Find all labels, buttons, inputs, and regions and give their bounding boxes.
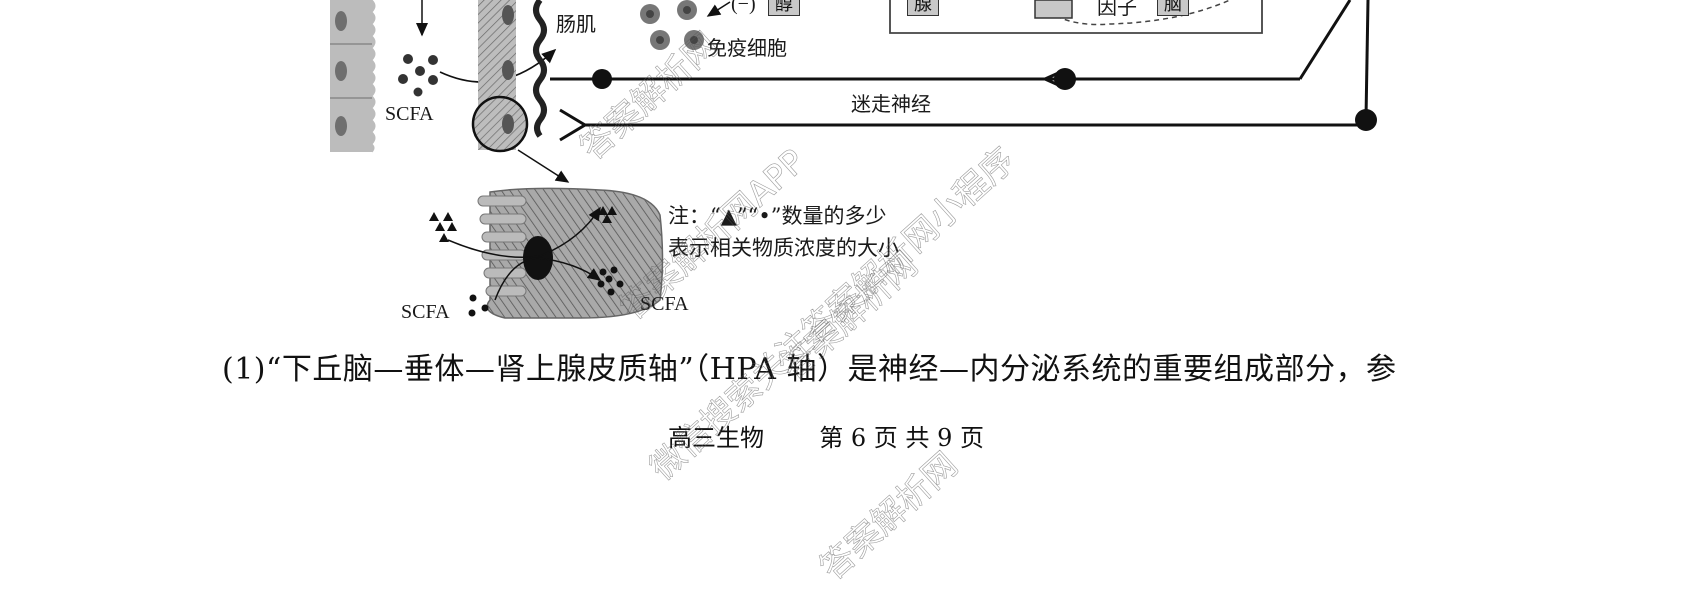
brain-region-frame — [889, 0, 1263, 34]
label-immune-cells: 免疫细胞 — [707, 36, 787, 60]
diagram-note-line2: 表示相关物质浓度的大小 — [668, 236, 899, 260]
label-scfa-bottom-left: SCFA — [401, 301, 450, 323]
label-vagus-nerve: 迷走神经 — [851, 92, 931, 116]
vagus-nerve-paths — [550, 0, 1377, 142]
box-alcohol-fragment: 醇 — [768, 0, 800, 16]
footer-subject: 高三生物 — [668, 424, 764, 452]
label-inhibit-sign: (−) — [731, 0, 756, 15]
immune-cells — [640, 0, 704, 50]
footer-page-info: 第 6 页 共 9 页 — [819, 424, 984, 452]
label-factor-fragment: 因子 — [1097, 0, 1137, 19]
epithelial-cell-column — [330, 0, 376, 153]
label-scfa-bottom-right: SCFA — [640, 293, 689, 315]
zoomed-cell — [429, 187, 664, 319]
magnifier-circle — [471, 95, 529, 153]
page-footer: 高三生物 第 6 页 共 9 页 — [668, 424, 984, 452]
box-brain-fragment: 脑 — [1157, 0, 1189, 16]
intestinal-muscle-band — [533, 0, 547, 138]
label-intestinal-muscle: 肠肌 — [556, 12, 596, 36]
box-gland-fragment: 腺 — [907, 0, 939, 16]
diagram-note-line1: 注：“▲”“•”数量的多少 — [668, 204, 887, 228]
scfa-dots-top — [398, 54, 438, 97]
question-text: (1)“下丘脑—垂体—肾上腺皮质轴”（HPA 轴）是神经—内分泌系统的重要组成部… — [222, 352, 1397, 387]
label-scfa-top: SCFA — [385, 103, 434, 125]
